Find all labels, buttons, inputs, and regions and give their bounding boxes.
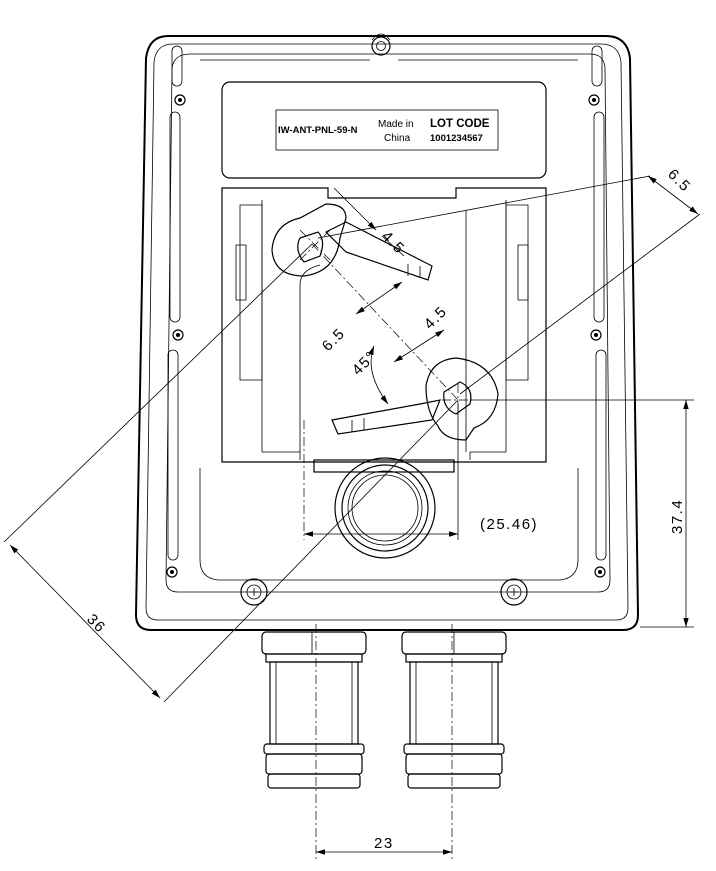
dim-slot-length-middle: 6.5 [319,325,349,355]
screw-right-top [588,94,600,106]
dim-slot-width-upper: 4.5 [378,228,408,258]
antenna-housing [134,35,640,631]
n-connector-right [401,631,507,789]
cable-grommet [334,457,436,559]
part-number: IW-ANT-PNL-59-N [278,125,358,136]
screw-bottom-right [500,578,528,606]
screw-right-bottom [594,566,606,578]
made-in-line1: Made in [378,119,414,130]
lot-code-title: LOT CODE [430,118,490,130]
lot-code-value: 1001234567 [430,133,483,144]
mounting-bracket [221,187,547,473]
dim-connector-spacing: 23 [374,835,394,852]
screw-right-mid [590,329,602,341]
dim-height: 37.4 [669,499,686,534]
screw-top [371,33,391,56]
dim-diagonal: 36 [83,611,109,637]
mounting-screws [166,33,606,606]
screw-left-top [174,94,186,106]
product-label: IW-ANT-PNL-59-N Made in China LOT CODE 1… [221,81,547,179]
screw-left-bottom [166,566,178,578]
dim-hole-offset: (25.46) [480,516,538,533]
dimension-lines [3,175,701,855]
made-in-line2: China [384,133,411,144]
dim-angle: 45° [349,348,380,379]
n-connector-left [261,631,367,789]
screw-left-mid [172,329,184,341]
dim-slot-width-lower: 4.5 [421,303,451,333]
center-lines [299,229,474,860]
screw-bottom-left [240,578,268,606]
